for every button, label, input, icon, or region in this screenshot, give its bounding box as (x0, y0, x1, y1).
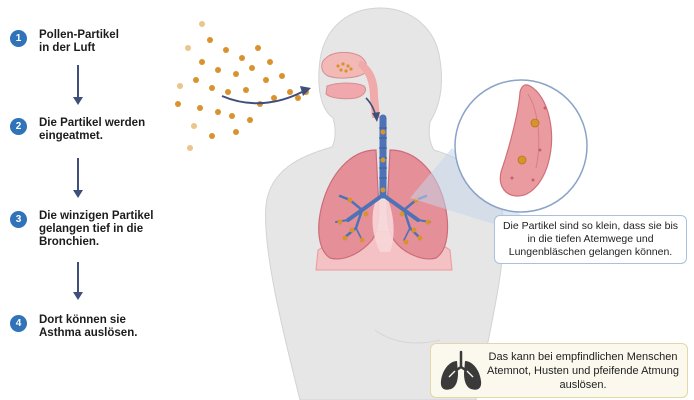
step-number-badge: 1 (10, 30, 27, 47)
step-1: 1 Pollen-Partikel in der Luft (10, 29, 189, 55)
arrow-down-icon (73, 65, 83, 105)
step-2: 2 Die Partikel werden eingeatmet. (10, 117, 189, 143)
step-4: 4 Dort können sie Asthma auslösen. (10, 314, 189, 340)
step-text: Die winzigen Partikel gelangen tief in d… (39, 210, 189, 249)
warning-callout: Das kann bei empfindlichen Menschen Atem… (430, 343, 688, 398)
airborne-pollen-cloud (175, 21, 309, 151)
warning-callout-text: Das kann bei empfindlichen Menschen Atem… (485, 350, 687, 392)
step-text: Die Partikel werden eingeatmet. (39, 117, 189, 143)
arrow-down-icon (73, 158, 83, 198)
info-callout: Die Partikel sind so klein, dass sie bis… (494, 215, 687, 264)
step-3: 3 Die winzigen Partikel gelangen tief in… (10, 210, 189, 249)
step-text: Dort können sie Asthma auslösen. (39, 314, 189, 340)
step-number-badge: 2 (10, 118, 27, 135)
lungs-icon (437, 349, 485, 393)
info-callout-text: Die Partikel sind so klein, dass sie bis… (499, 220, 682, 259)
step-number-badge: 4 (10, 315, 27, 332)
step-text: Pollen-Partikel in der Luft (39, 29, 189, 55)
arrow-down-icon (73, 262, 83, 300)
step-number-badge: 3 (10, 211, 27, 228)
